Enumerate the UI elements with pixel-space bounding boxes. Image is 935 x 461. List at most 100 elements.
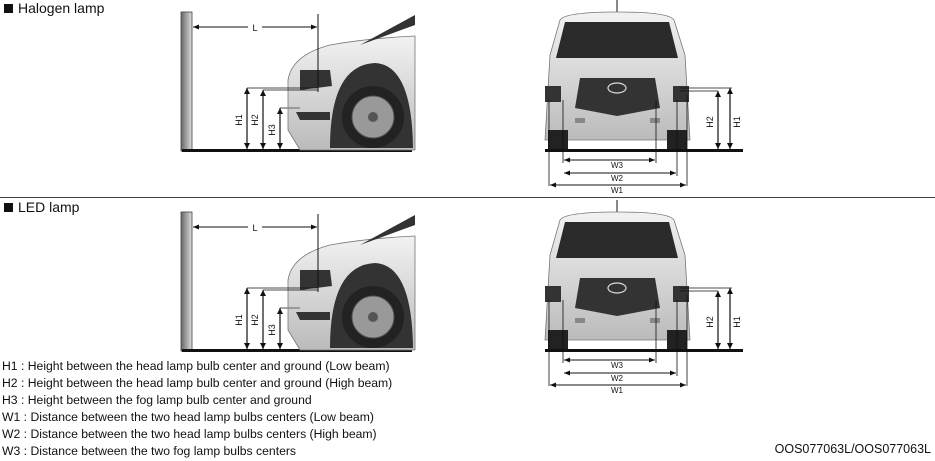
dim-H3-head <box>277 343 283 349</box>
fog-lamp-left <box>575 318 585 323</box>
bullet-square-icon <box>4 4 13 13</box>
bullet-square-icon <box>4 203 13 212</box>
dim-H2-front-head <box>715 343 721 349</box>
headlamp-side <box>300 70 332 90</box>
legend: H1 : Height between the head lamp bulb c… <box>2 358 392 460</box>
dim-H2-front-label: H2 <box>705 116 715 128</box>
dim-W3-head <box>564 357 570 363</box>
section-divider <box>0 197 935 198</box>
dim-H2-front-head <box>715 291 721 297</box>
ground-line-front <box>545 349 743 352</box>
dim-W1-label: W1 <box>611 386 624 395</box>
dim-W1-head <box>550 182 556 188</box>
tire-left <box>548 330 568 349</box>
dim-H1-head <box>244 343 250 349</box>
dim-W2-head <box>670 170 676 176</box>
dim-L-bg <box>248 21 262 33</box>
dim-L-bg <box>248 221 262 233</box>
ground-line-side <box>182 349 412 352</box>
dim-H2-head <box>260 143 266 149</box>
dim-H1-head <box>244 143 250 149</box>
dim-L-head <box>311 24 317 30</box>
section-header-led: LED lamp <box>4 199 79 215</box>
dim-H1-front-head <box>727 88 733 94</box>
dim-H3-head <box>277 143 283 149</box>
wall <box>180 211 193 352</box>
logo-icon <box>607 82 627 94</box>
dim-W3-label: W3 <box>611 161 624 170</box>
car-front-windshield <box>556 22 678 58</box>
dim-W1-head <box>550 382 556 388</box>
legend-w3: W3 : Distance between the two fog lamp b… <box>2 444 297 458</box>
dim-H1-label: H1 <box>234 314 244 326</box>
fog-lamp-side <box>296 312 330 320</box>
headlamp-right <box>673 286 689 302</box>
dim-H3-head <box>277 308 283 314</box>
section-header-halogen: Halogen lamp <box>4 0 104 16</box>
legend-h3: H3 : Height between the fog lamp bulb ce… <box>2 393 312 407</box>
dim-L-head <box>193 224 199 230</box>
grille <box>575 78 660 116</box>
car-front-windshield <box>556 222 678 258</box>
hub <box>368 112 378 122</box>
dim-W2-head <box>564 370 570 376</box>
wall <box>180 11 193 152</box>
headlamp-right <box>673 86 689 102</box>
dim-H3-head <box>277 108 283 114</box>
fog-lamp-left <box>575 118 585 123</box>
dim-H1-front-label: H1 <box>732 116 742 128</box>
dim-W2-head <box>670 370 676 376</box>
dim-W2-head <box>564 170 570 176</box>
dim-H1-front-head <box>727 143 733 149</box>
legend-h1: H1 : Height between the head lamp bulb c… <box>2 359 390 373</box>
dim-L-head <box>311 224 317 230</box>
headlamp-left <box>545 286 561 302</box>
logo-icon <box>607 282 627 294</box>
dim-H1-head <box>244 288 250 294</box>
legend-w1: W1 : Distance between the two head lamp … <box>2 410 374 424</box>
tire-left <box>548 130 568 149</box>
grille <box>575 278 660 316</box>
dim-H2-label: H2 <box>250 314 260 326</box>
ground-line-front <box>545 149 743 152</box>
dim-W1-head <box>680 382 686 388</box>
dim-L-head <box>193 24 199 30</box>
dim-W2-label: W2 <box>611 174 624 183</box>
headlamp-left <box>545 86 561 102</box>
figure-code: OOS077063L/OOS077063L <box>774 442 931 456</box>
dim-H1-front-head <box>727 343 733 349</box>
fog-lamp-right <box>650 118 660 123</box>
dim-W1-label: W1 <box>611 186 624 195</box>
dim-W3-head <box>564 157 570 163</box>
dim-W1-head <box>680 182 686 188</box>
section-title: Halogen lamp <box>18 0 105 16</box>
legend-w2: W2 : Distance between the two head lamp … <box>2 427 377 441</box>
fog-lamp-side <box>296 112 330 120</box>
dim-W3-label: W3 <box>611 361 624 370</box>
dim-H2-label: H2 <box>250 114 260 126</box>
dim-H1-head <box>244 88 250 94</box>
dim-H1-front-label: H1 <box>732 316 742 328</box>
headlamp-side <box>300 270 332 290</box>
dim-W3-head <box>649 357 655 363</box>
dim-H1-front-head <box>727 288 733 294</box>
hub <box>368 312 378 322</box>
dim-H2-front-head <box>715 91 721 97</box>
dim-H3-label: H3 <box>267 124 277 136</box>
dim-H2-head <box>260 343 266 349</box>
car-windshield <box>360 215 415 245</box>
ground-line-side <box>182 149 412 152</box>
dim-H2-front-label: H2 <box>705 316 715 328</box>
legend-h2: H2 : Height between the head lamp bulb c… <box>2 376 393 390</box>
dim-L-label: L <box>252 23 257 33</box>
car-windshield <box>360 15 415 45</box>
dim-H1-label: H1 <box>234 114 244 126</box>
dim-L-label: L <box>252 223 257 233</box>
dim-H2-front-head <box>715 143 721 149</box>
dim-W2-label: W2 <box>611 374 624 383</box>
dim-H2-head <box>260 90 266 96</box>
section-title: LED lamp <box>18 199 80 215</box>
dim-W3-head <box>649 157 655 163</box>
